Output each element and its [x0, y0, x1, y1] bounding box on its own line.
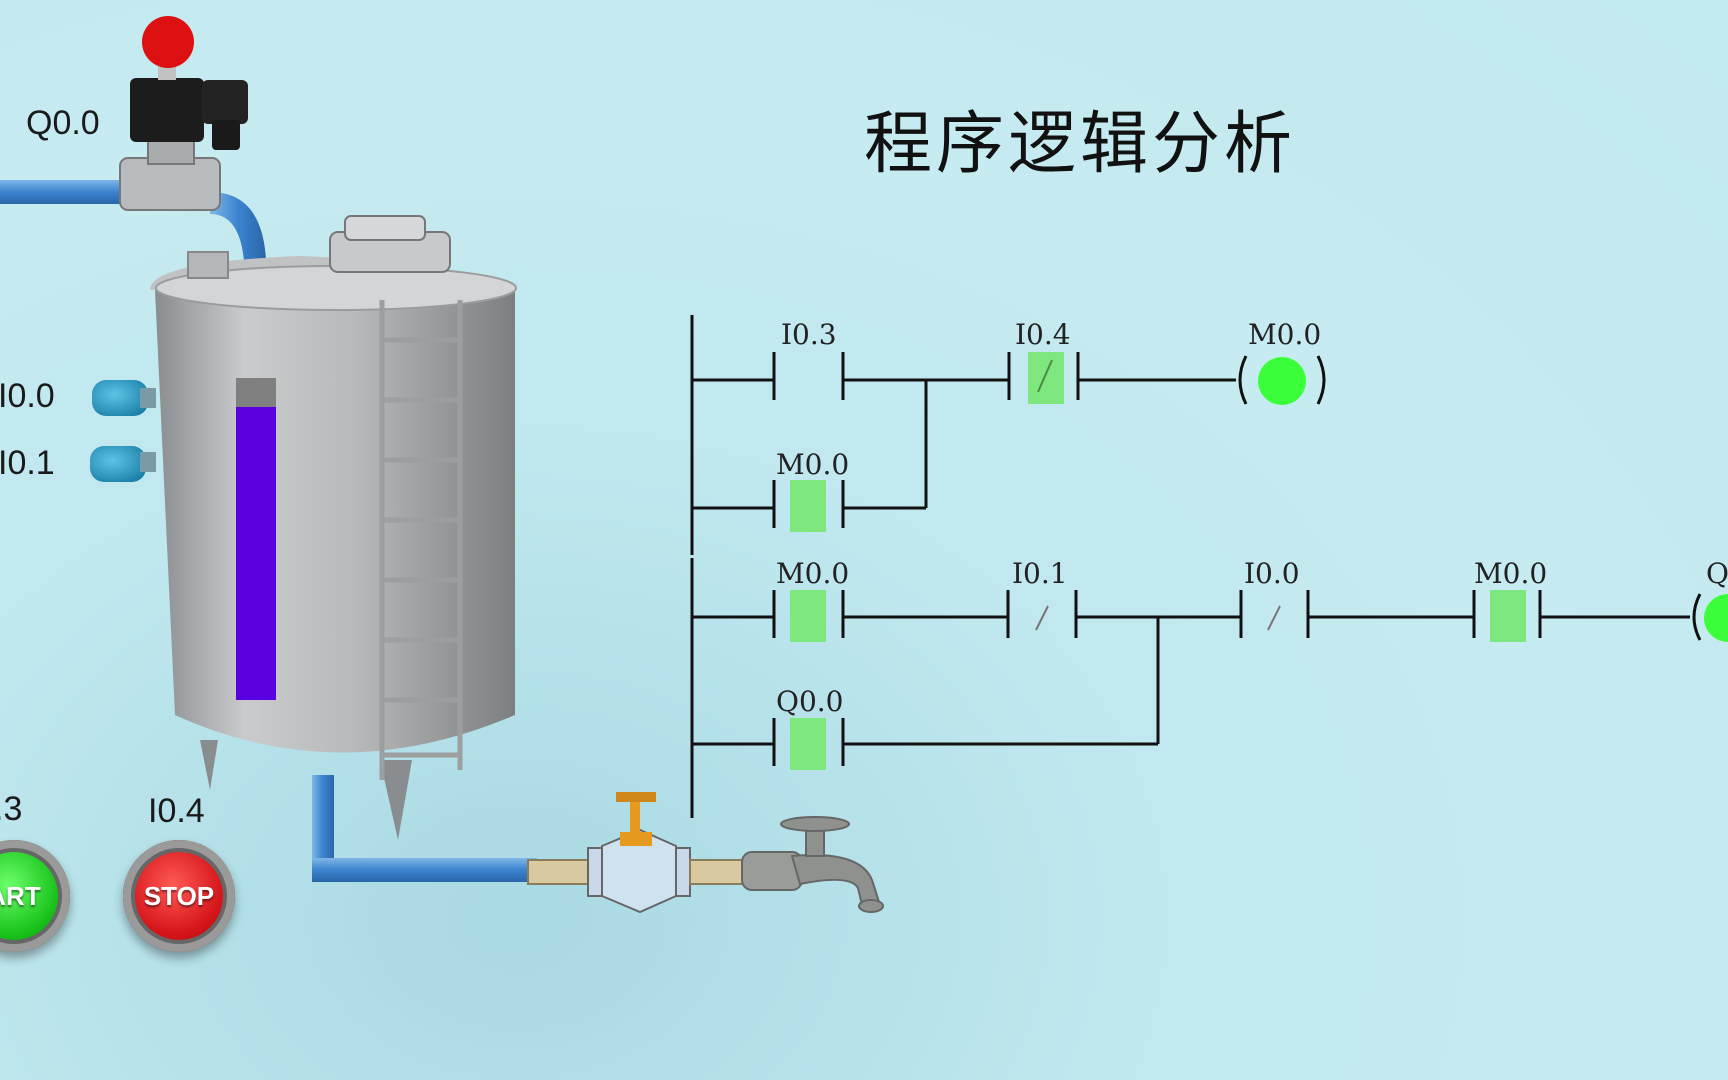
water-faucet [741, 816, 884, 913]
contact-m0-0-hold: M0.0 [776, 448, 849, 532]
contact-i0-1-label: I0.1 [1012, 557, 1068, 590]
contact-i0-0-nc: I0.0 [1244, 557, 1300, 631]
solenoid-valve [119, 16, 248, 211]
start-button-label: .3 [0, 790, 23, 828]
contact-q0-0-hold-label: Q0.0 [776, 685, 843, 718]
contact-i0-4-nc: I0.4 [1015, 318, 1071, 404]
stop-button-label: I0.4 [148, 792, 205, 830]
ladder-diagram: I0.3 I0.4 M0.0 M0.0 M0.0 I0.1 I0.0 M0.0 … [690, 315, 1728, 818]
coil-q0-0: Q0 [1692, 557, 1728, 642]
tank-ladder [379, 300, 463, 780]
contact-i0-3: I0.3 [781, 318, 837, 351]
storage-tank [150, 215, 517, 840]
contact-i0-4-label: I0.4 [1015, 318, 1071, 351]
coil-m0-0: M0.0 [1238, 318, 1326, 405]
equipment-diagram [0, 16, 884, 914]
contact-m0-0-run: M0.0 [776, 557, 849, 642]
contact-m0-0-rung2-label: M0.0 [1474, 557, 1547, 590]
contact-i0-1-nc: I0.1 [1012, 557, 1068, 631]
stop-button[interactable]: STOP [123, 840, 235, 952]
level-gauge-fill [236, 407, 276, 700]
level-low-label: I0.1 [0, 444, 55, 482]
contact-i0-0-label: I0.0 [1244, 557, 1300, 590]
level-high-label: I0.0 [0, 377, 55, 415]
valve-indicator-light [142, 16, 194, 68]
contact-m0-0-rung2: M0.0 [1474, 557, 1547, 642]
start-button-text: ART [0, 880, 41, 911]
manual-valve [527, 792, 747, 914]
coil-m0-0-label: M0.0 [1248, 318, 1321, 351]
level-sensor-low [90, 446, 156, 482]
contact-m0-0-hold-label: M0.0 [776, 448, 849, 481]
contact-m0-0-run-label: M0.0 [776, 557, 849, 590]
coil-q0-0-label: Q0 [1706, 557, 1728, 590]
level-sensor-high [92, 380, 156, 416]
inlet-pipe [0, 180, 266, 280]
stop-button-text: STOP [143, 880, 215, 911]
page-title: 程序逻辑分析 [864, 105, 1297, 184]
contact-i0-3-label: I0.3 [781, 318, 837, 351]
outlet-pipe [312, 775, 537, 882]
contact-q0-0-hold: Q0.0 [776, 685, 843, 770]
valve-output-label: Q0.0 [26, 104, 100, 142]
